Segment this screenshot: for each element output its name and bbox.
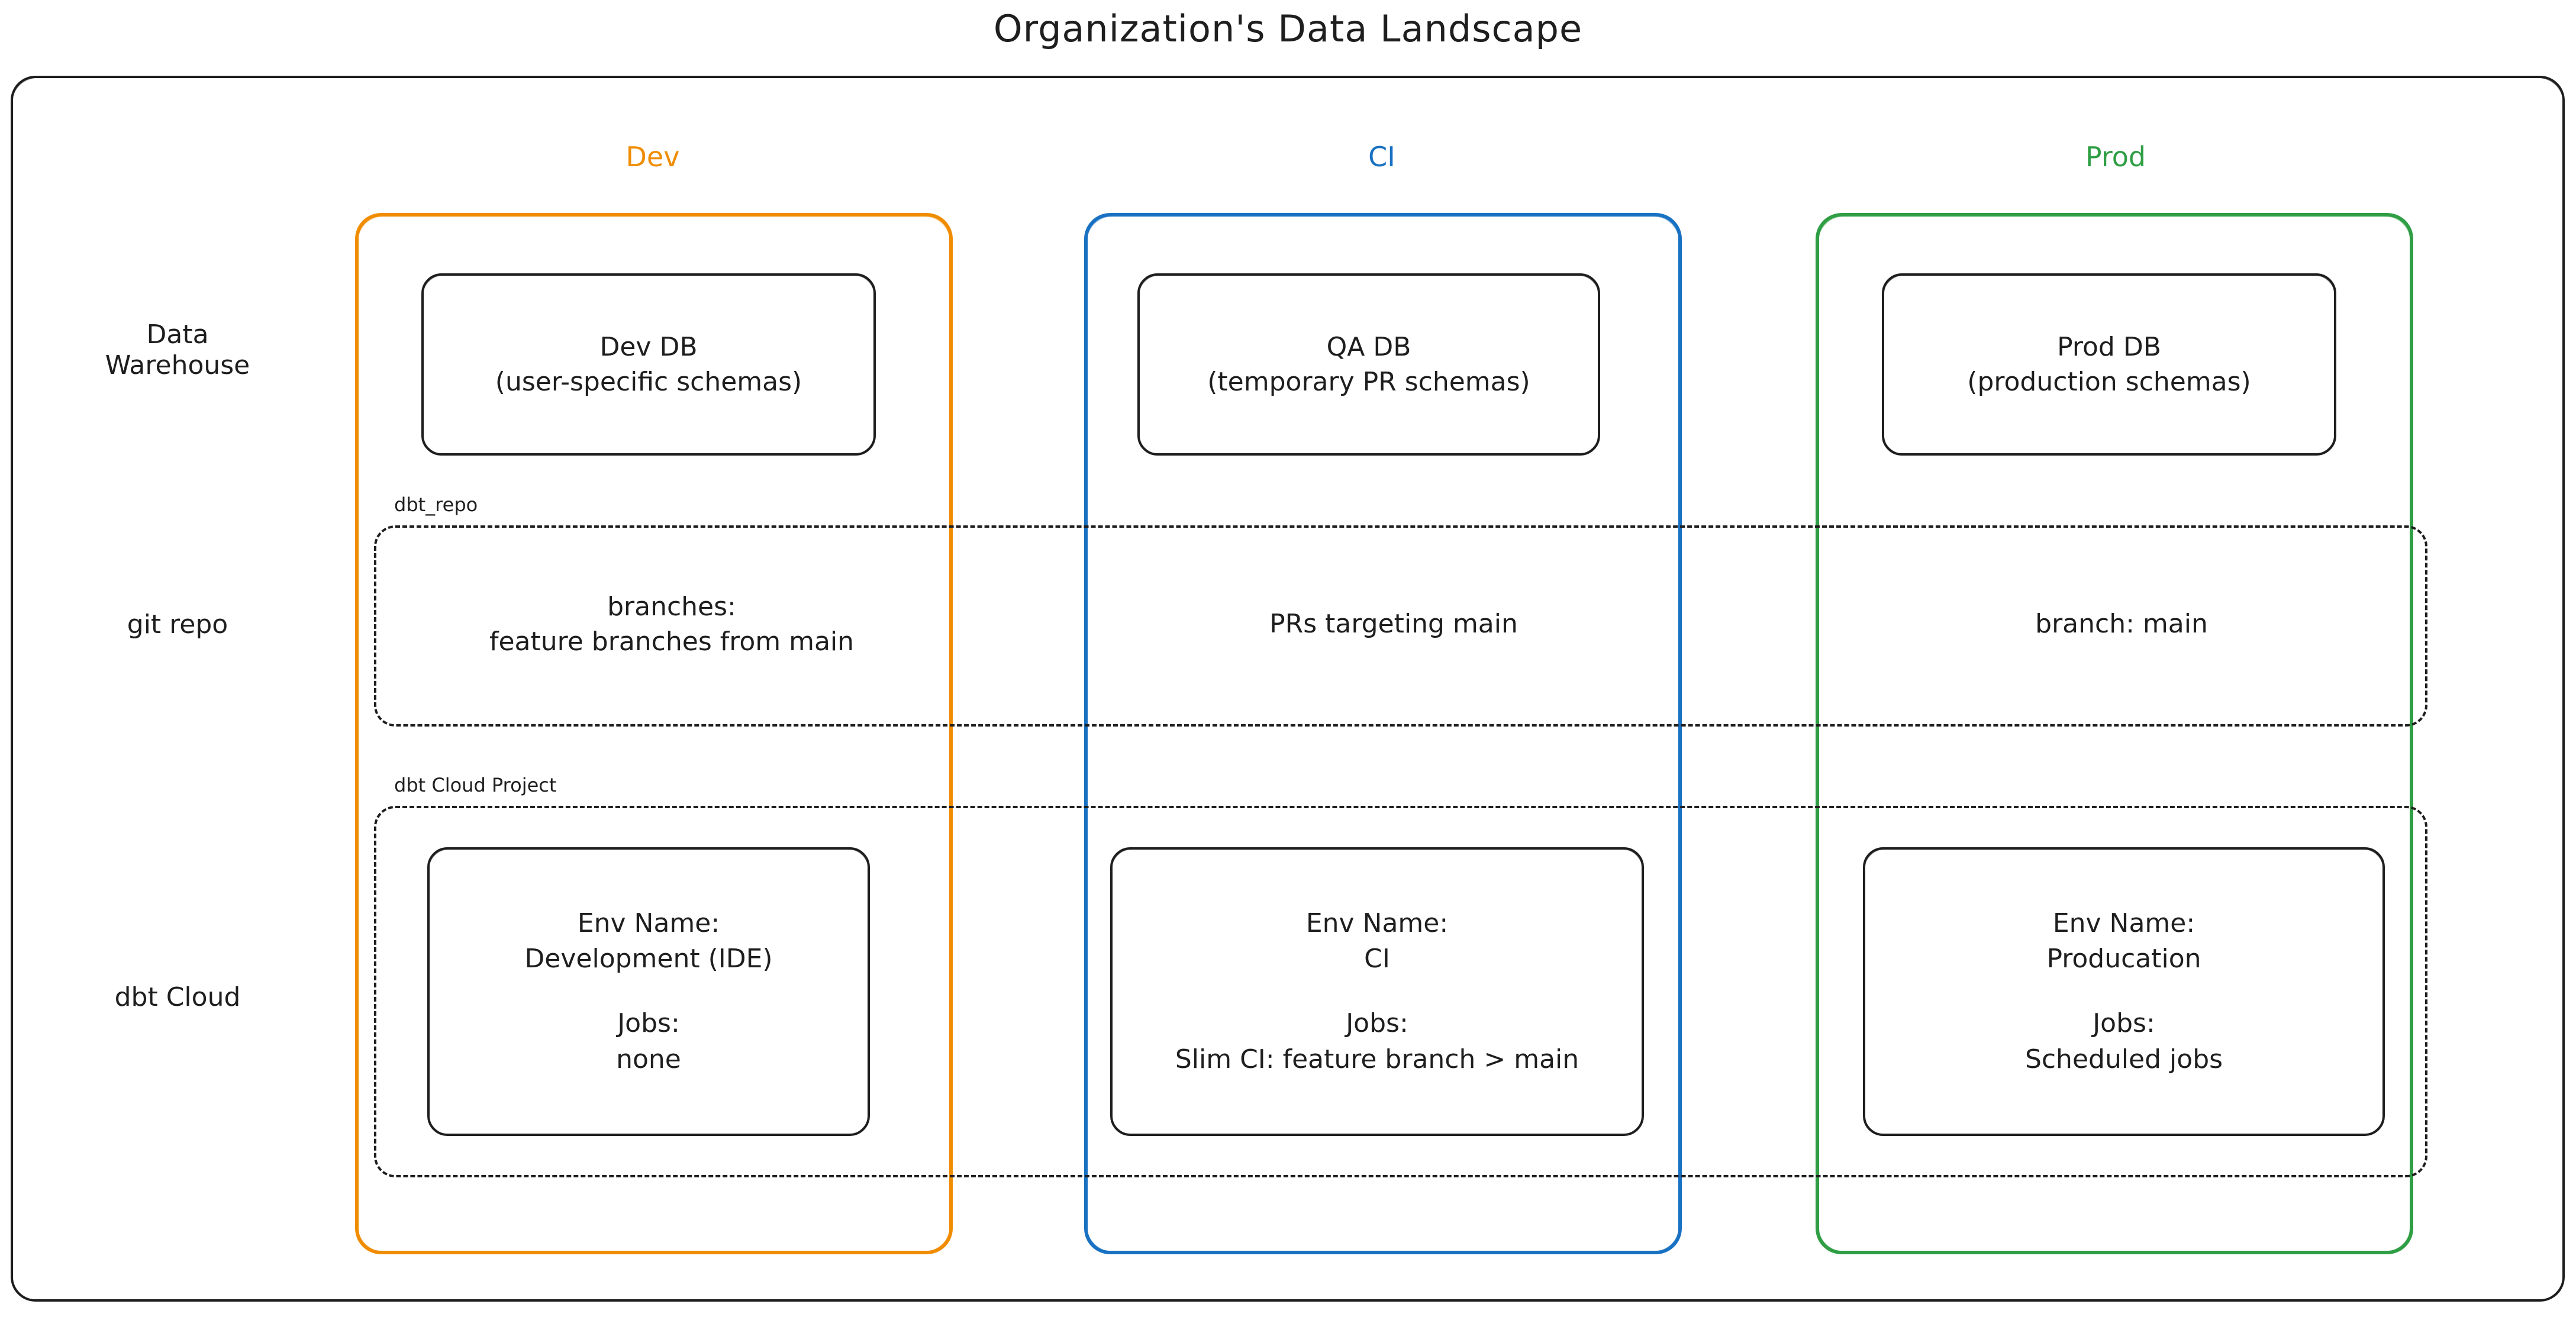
column-frame-dev [355,213,953,1254]
row-label-git-repo: git repo [127,609,228,640]
git-cell-prod-line1: branch: main [2035,609,2208,640]
row-label-dbt-cloud: dbt Cloud [114,982,241,1012]
env-box-ci-env-value: CI [1364,944,1390,974]
env-box-prod-env-label: Env Name: [2052,908,2195,938]
env-box-dev-env-value: Development (IDE) [524,944,773,974]
env-box-ci-env-label: Env Name: [1305,908,1449,938]
dashed-band-label-dbt-repo: dbt_repo [394,493,478,516]
outer-landscape-frame [11,76,2565,1302]
column-header-ci: CI [1368,141,1395,173]
dashed-band-dbt-cloud-project: dbt Cloud Project [374,774,2427,1177]
env-box-prod-jobs-label: Jobs: [2093,1008,2155,1038]
column-frame-ci [1084,213,1682,1254]
dashed-band-dbt-repo: dbt_repo [374,493,2427,727]
dashed-band-label-dbt-cloud-project: dbt Cloud Project [394,774,557,796]
db-box-ci-line1: QA DB [1326,331,1411,362]
git-cell-ci-line1: PRs targeting main [1269,609,1518,640]
git-cell-dev-line2: feature branches from main [489,627,855,657]
db-box-ci-line2: (temporary PR schemas) [1207,367,1530,397]
env-box-prod-env-value: Producation [2046,944,2201,974]
env-box-dev[interactable]: Env Name: Development (IDE) Jobs: none [427,847,870,1136]
env-box-ci[interactable]: Env Name: CI Jobs: Slim CI: feature bran… [1110,847,1644,1136]
db-box-dev-line1: Dev DB [599,331,698,362]
db-box-dev-line2: (user-specific schemas) [495,367,802,397]
row-label-data-warehouse: Data Warehouse [30,319,325,381]
db-box-prod[interactable]: Prod DB (production schemas) [1882,273,2336,456]
column-header-prod: Prod [2085,141,2146,173]
column-header-dev: Dev [626,141,680,173]
env-box-dev-jobs-label: Jobs: [617,1008,680,1038]
env-box-dev-env-label: Env Name: [577,908,720,938]
env-box-dev-jobs-value: none [616,1044,681,1074]
git-cell-prod: branch: main [1829,556,2414,692]
env-box-prod-jobs-value: Scheduled jobs [2024,1044,2223,1074]
page-title: Organization's Data Landscape [993,7,1583,50]
column-frame-prod [1816,213,2413,1254]
git-cell-dev-line1: branches: [607,591,736,622]
env-box-ci-jobs-label: Jobs: [1346,1008,1408,1038]
db-box-prod-line2: (production schemas) [1967,367,2251,397]
row-label-line2: Warehouse [105,350,250,380]
db-box-ci[interactable]: QA DB (temporary PR schemas) [1137,273,1600,456]
db-box-prod-line1: Prod DB [2057,331,2161,362]
db-box-dev[interactable]: Dev DB (user-specific schemas) [421,273,876,456]
git-cell-dev: branches: feature branches from main [379,556,965,692]
row-label-line1: Data [146,319,209,350]
env-box-prod[interactable]: Env Name: Producation Jobs: Scheduled jo… [1863,847,2385,1136]
env-box-ci-jobs-value: Slim CI: feature branch > main [1175,1044,1579,1074]
git-cell-ci: PRs targeting main [1101,556,1687,692]
